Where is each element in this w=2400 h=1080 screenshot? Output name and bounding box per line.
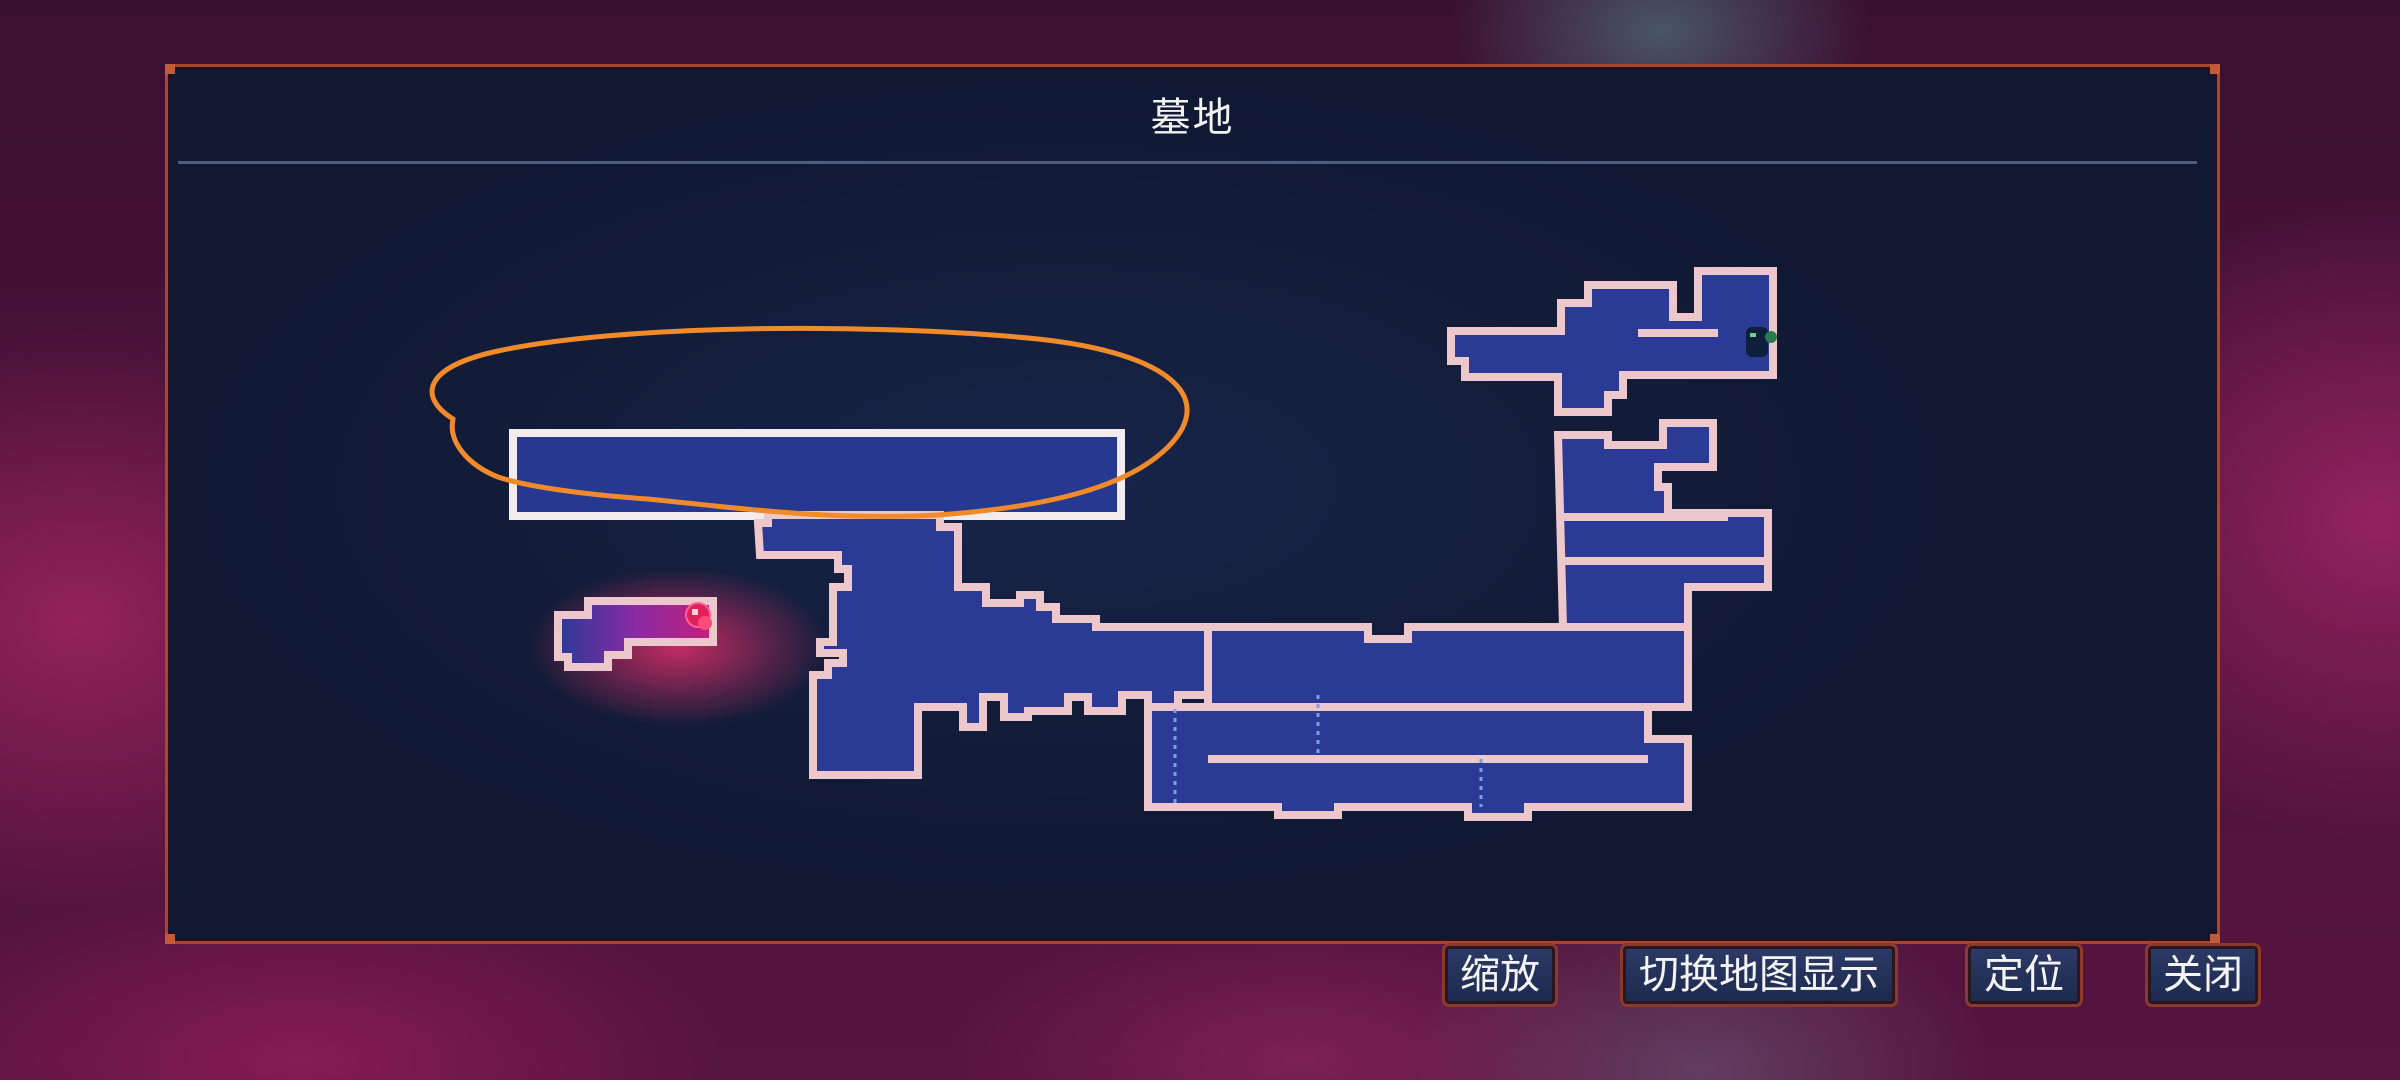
player-marker-icon [685,602,712,630]
map-room [554,597,717,671]
map-panel: 墓地 [165,64,2220,944]
highlight-circle-annotation [429,325,1190,519]
panel-corner [2210,64,2220,74]
panel-corner [2210,934,2220,944]
map-rooms [509,267,1777,821]
map-room [1553,419,1772,631]
dungeon-map[interactable] [168,67,2223,947]
title-divider [178,161,2197,164]
ghost-character-icon [1746,327,1777,357]
panel-corner [165,64,175,74]
map-room [753,511,1220,779]
toggle-map-button[interactable]: 切换地图显示 [1620,943,1898,1007]
map-title: 墓地 [1150,95,1235,141]
zoom-button[interactable]: 缩放 [1442,943,1558,1007]
locate-button[interactable]: 定位 [1965,943,2083,1007]
close-button[interactable]: 关闭 [2145,943,2261,1007]
panel-corner [165,934,175,944]
map-room [1447,267,1777,416]
